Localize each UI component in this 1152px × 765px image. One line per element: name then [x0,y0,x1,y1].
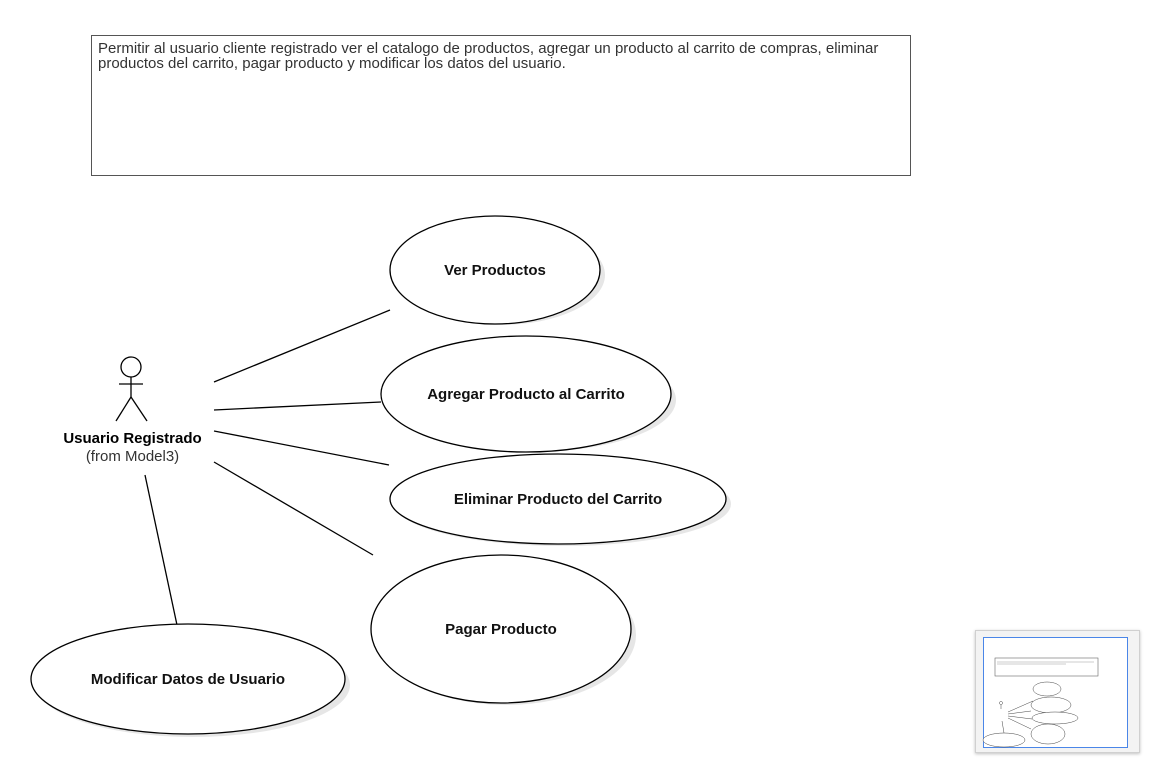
outline-minimap[interactable] [975,630,1140,753]
use-case-label-pagar: Pagar Producto [445,621,557,638]
use-case-label-agregar: Agregar Producto al Carrito [427,386,625,403]
association-line-pagar[interactable] [213,461,374,556]
use-case-pagar-producto[interactable]: Pagar Producto [370,554,636,705]
association-line-eliminar[interactable] [213,430,390,466]
minimap-preview [982,657,1099,748]
use-case-modificar-datos[interactable]: Modificar Datos de Usuario [30,623,350,737]
use-case-label-eliminar: Eliminar Producto del Carrito [454,491,662,508]
actor-name: Usuario Registrado [63,430,202,447]
actor-label[interactable]: Usuario Registrado (from Model3) [30,430,235,466]
association-line-modificar[interactable] [144,474,178,626]
use-case-eliminar-producto[interactable]: Eliminar Producto del Carrito [389,453,731,546]
use-case-ver-productos[interactable]: Ver Productos [389,215,605,325]
actor-stick-figure-icon[interactable] [115,356,148,422]
actor-subtitle: (from Model3) [85,448,180,465]
use-case-label-modificar: Modificar Datos de Usuario [91,671,285,688]
description-note-text: Permitir al usuario cliente registrado v… [98,40,879,72]
association-line-agregar[interactable] [213,401,382,411]
use-case-label-ver: Ver Productos [444,262,546,279]
description-note[interactable]: Permitir al usuario cliente registrado v… [91,35,911,176]
association-line-ver[interactable] [213,309,391,383]
use-case-agregar-producto[interactable]: Agregar Producto al Carrito [380,335,676,453]
